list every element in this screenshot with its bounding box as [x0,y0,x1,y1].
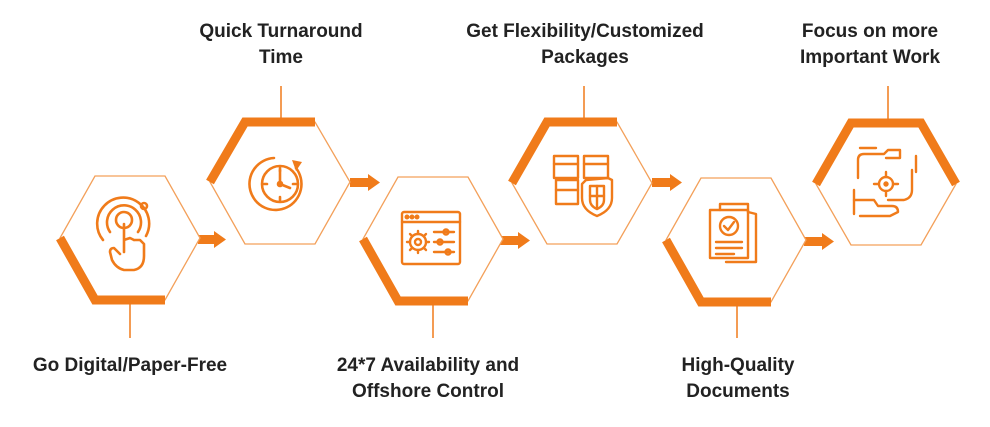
connector-arrow [500,232,530,249]
step-label-4: Get Flexibility/Customized Packages [455,19,715,71]
step-label-line: Packages [541,47,629,68]
settings-window-icon [400,210,462,266]
step-label-line: Get Flexibility/Customized [466,21,704,42]
package-shield-icon [552,154,614,218]
step-label-line: Go Digital/Paper-Free [32,355,228,376]
step-label-line: High-Quality [681,355,795,376]
connector-arrow [804,233,834,250]
connector-arrow [350,174,380,191]
step-label-6: Focus on more Important Work [750,19,990,71]
step-label-line: Focus on more [801,21,939,42]
step-label-1: Go Digital/Paper-Free [10,353,250,379]
step-label-line: Offshore Control [352,381,504,402]
hexagon-step-6 [812,86,960,246]
hexagon-step-4 [508,86,653,245]
step-label-line: Important Work [799,47,941,68]
connector-arrow [198,231,226,248]
hexagon-step-5 [662,177,807,338]
hexagon-step-1 [56,175,201,338]
step-label-3: 24*7 Availability and Offshore Control [308,353,548,405]
step-label-line: Documents [686,381,790,402]
step-label-line: Quick Turnaround [199,21,363,42]
step-label-line: 24*7 Availability and [336,355,520,376]
document-check-icon [708,202,758,264]
step-label-2: Quick Turnaround Time [161,19,401,71]
hexagon-step-3 [359,176,504,338]
clock-icon [248,156,303,212]
connector-arrow [652,174,682,191]
step-label-line: Time [258,47,303,68]
touch-icon [95,196,151,272]
handshake-target-icon [852,146,918,218]
step-label-5: High-Quality Documents [618,353,858,405]
